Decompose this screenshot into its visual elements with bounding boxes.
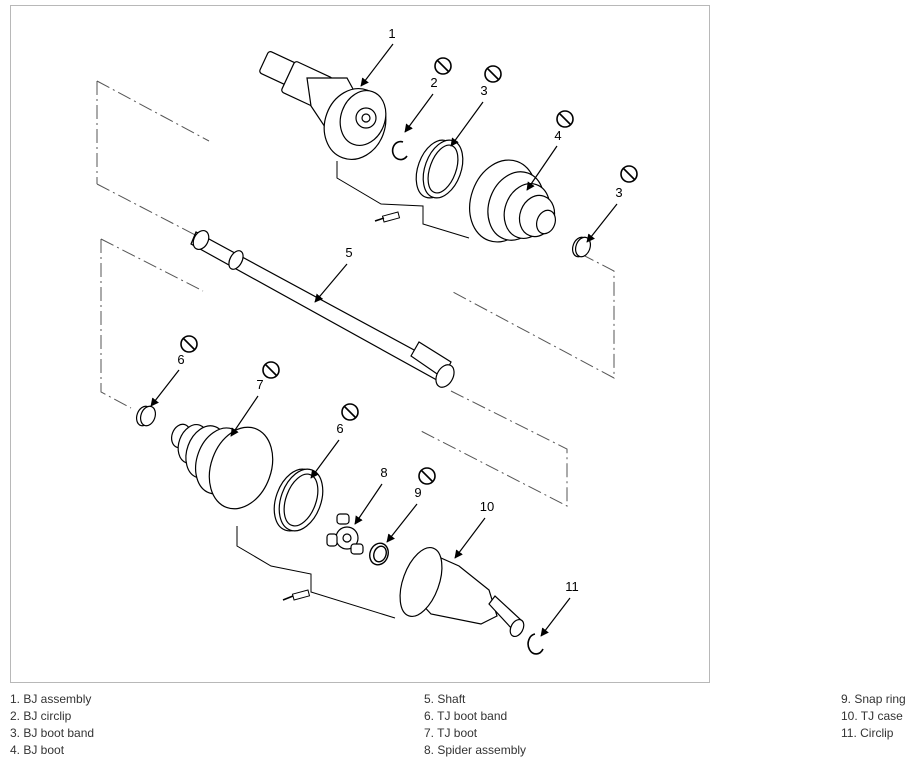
bj-assembly — [259, 51, 387, 160]
callout-11: 11 — [565, 579, 579, 594]
bj-boot — [469, 159, 557, 243]
legend-item: 1. BJ assembly — [10, 692, 92, 706]
callout-9: 9 — [414, 485, 421, 500]
no-reuse-icon — [434, 57, 452, 75]
callout-5: 5 — [345, 245, 352, 260]
tj-group-bracket — [236, 526, 396, 619]
legend-column-2: 5. Shaft 6. TJ boot band 7. TJ boot 8. S… — [424, 691, 526, 759]
no-reuse-icon — [620, 165, 638, 183]
bj-circlip — [391, 140, 408, 161]
callout-6: 6 — [177, 352, 184, 367]
legend-item: 5. Shaft — [424, 692, 466, 706]
tj-boot-band — [273, 468, 324, 532]
assembly-lines — [96, 80, 615, 507]
snap-ring — [369, 542, 389, 566]
circlip — [527, 633, 544, 655]
legend-item: 10. TJ case — [841, 709, 903, 723]
callout-10: 10 — [480, 499, 494, 514]
legend-item: 7. TJ boot — [424, 726, 478, 740]
callout-3b: 3 — [615, 185, 622, 200]
leader-lines — [150, 43, 618, 637]
callout-6b: 6 — [336, 421, 343, 436]
legend-item: 8. Spider assembly — [424, 743, 527, 757]
legend-item: 4. BJ boot — [10, 743, 65, 757]
bj-boot-band — [415, 139, 464, 199]
legend-item: 6. TJ boot band — [424, 709, 508, 723]
callout-7: 7 — [256, 377, 263, 392]
no-reuse-icon — [341, 403, 359, 421]
drive-shaft-exploded-view: 1 2 3 4 3 5 6 7 6 8 9 10 11 — [96, 26, 638, 655]
tj-boot-band-small — [135, 405, 157, 427]
no-reuse-icon — [556, 110, 574, 128]
callout-2: 2 — [430, 75, 437, 90]
bj-group-bracket — [336, 161, 470, 239]
grease-tube-icon — [282, 589, 311, 601]
callout-3: 3 — [480, 83, 487, 98]
callout-1: 1 — [388, 26, 395, 41]
callout-8: 8 — [380, 465, 387, 480]
legend-item: 2. BJ circlip — [10, 709, 72, 723]
exploded-diagram: 1 2 3 4 3 5 6 7 6 8 9 10 11 — [10, 5, 710, 683]
callout-4: 4 — [554, 128, 561, 143]
legend-column-3: 9. Snap ring 10. TJ case 11. Circlip — [841, 691, 906, 742]
legend-item: 3. BJ boot band — [10, 726, 95, 740]
shaft — [190, 229, 455, 388]
no-reuse-icon — [180, 335, 198, 353]
no-reuse-icon — [262, 361, 280, 379]
spider-assembly — [326, 513, 364, 555]
tj-boot — [170, 423, 274, 510]
no-reuse-icon — [484, 65, 502, 83]
legend-column-1: 1. BJ assembly 2. BJ circlip 3. BJ boot … — [10, 691, 94, 759]
grease-tube-icon — [374, 211, 401, 223]
legend-item: 11. Circlip — [841, 726, 894, 740]
legend-item: 9. Snap ring — [841, 692, 906, 706]
tj-case — [399, 547, 525, 638]
no-reuse-icon — [418, 467, 436, 485]
